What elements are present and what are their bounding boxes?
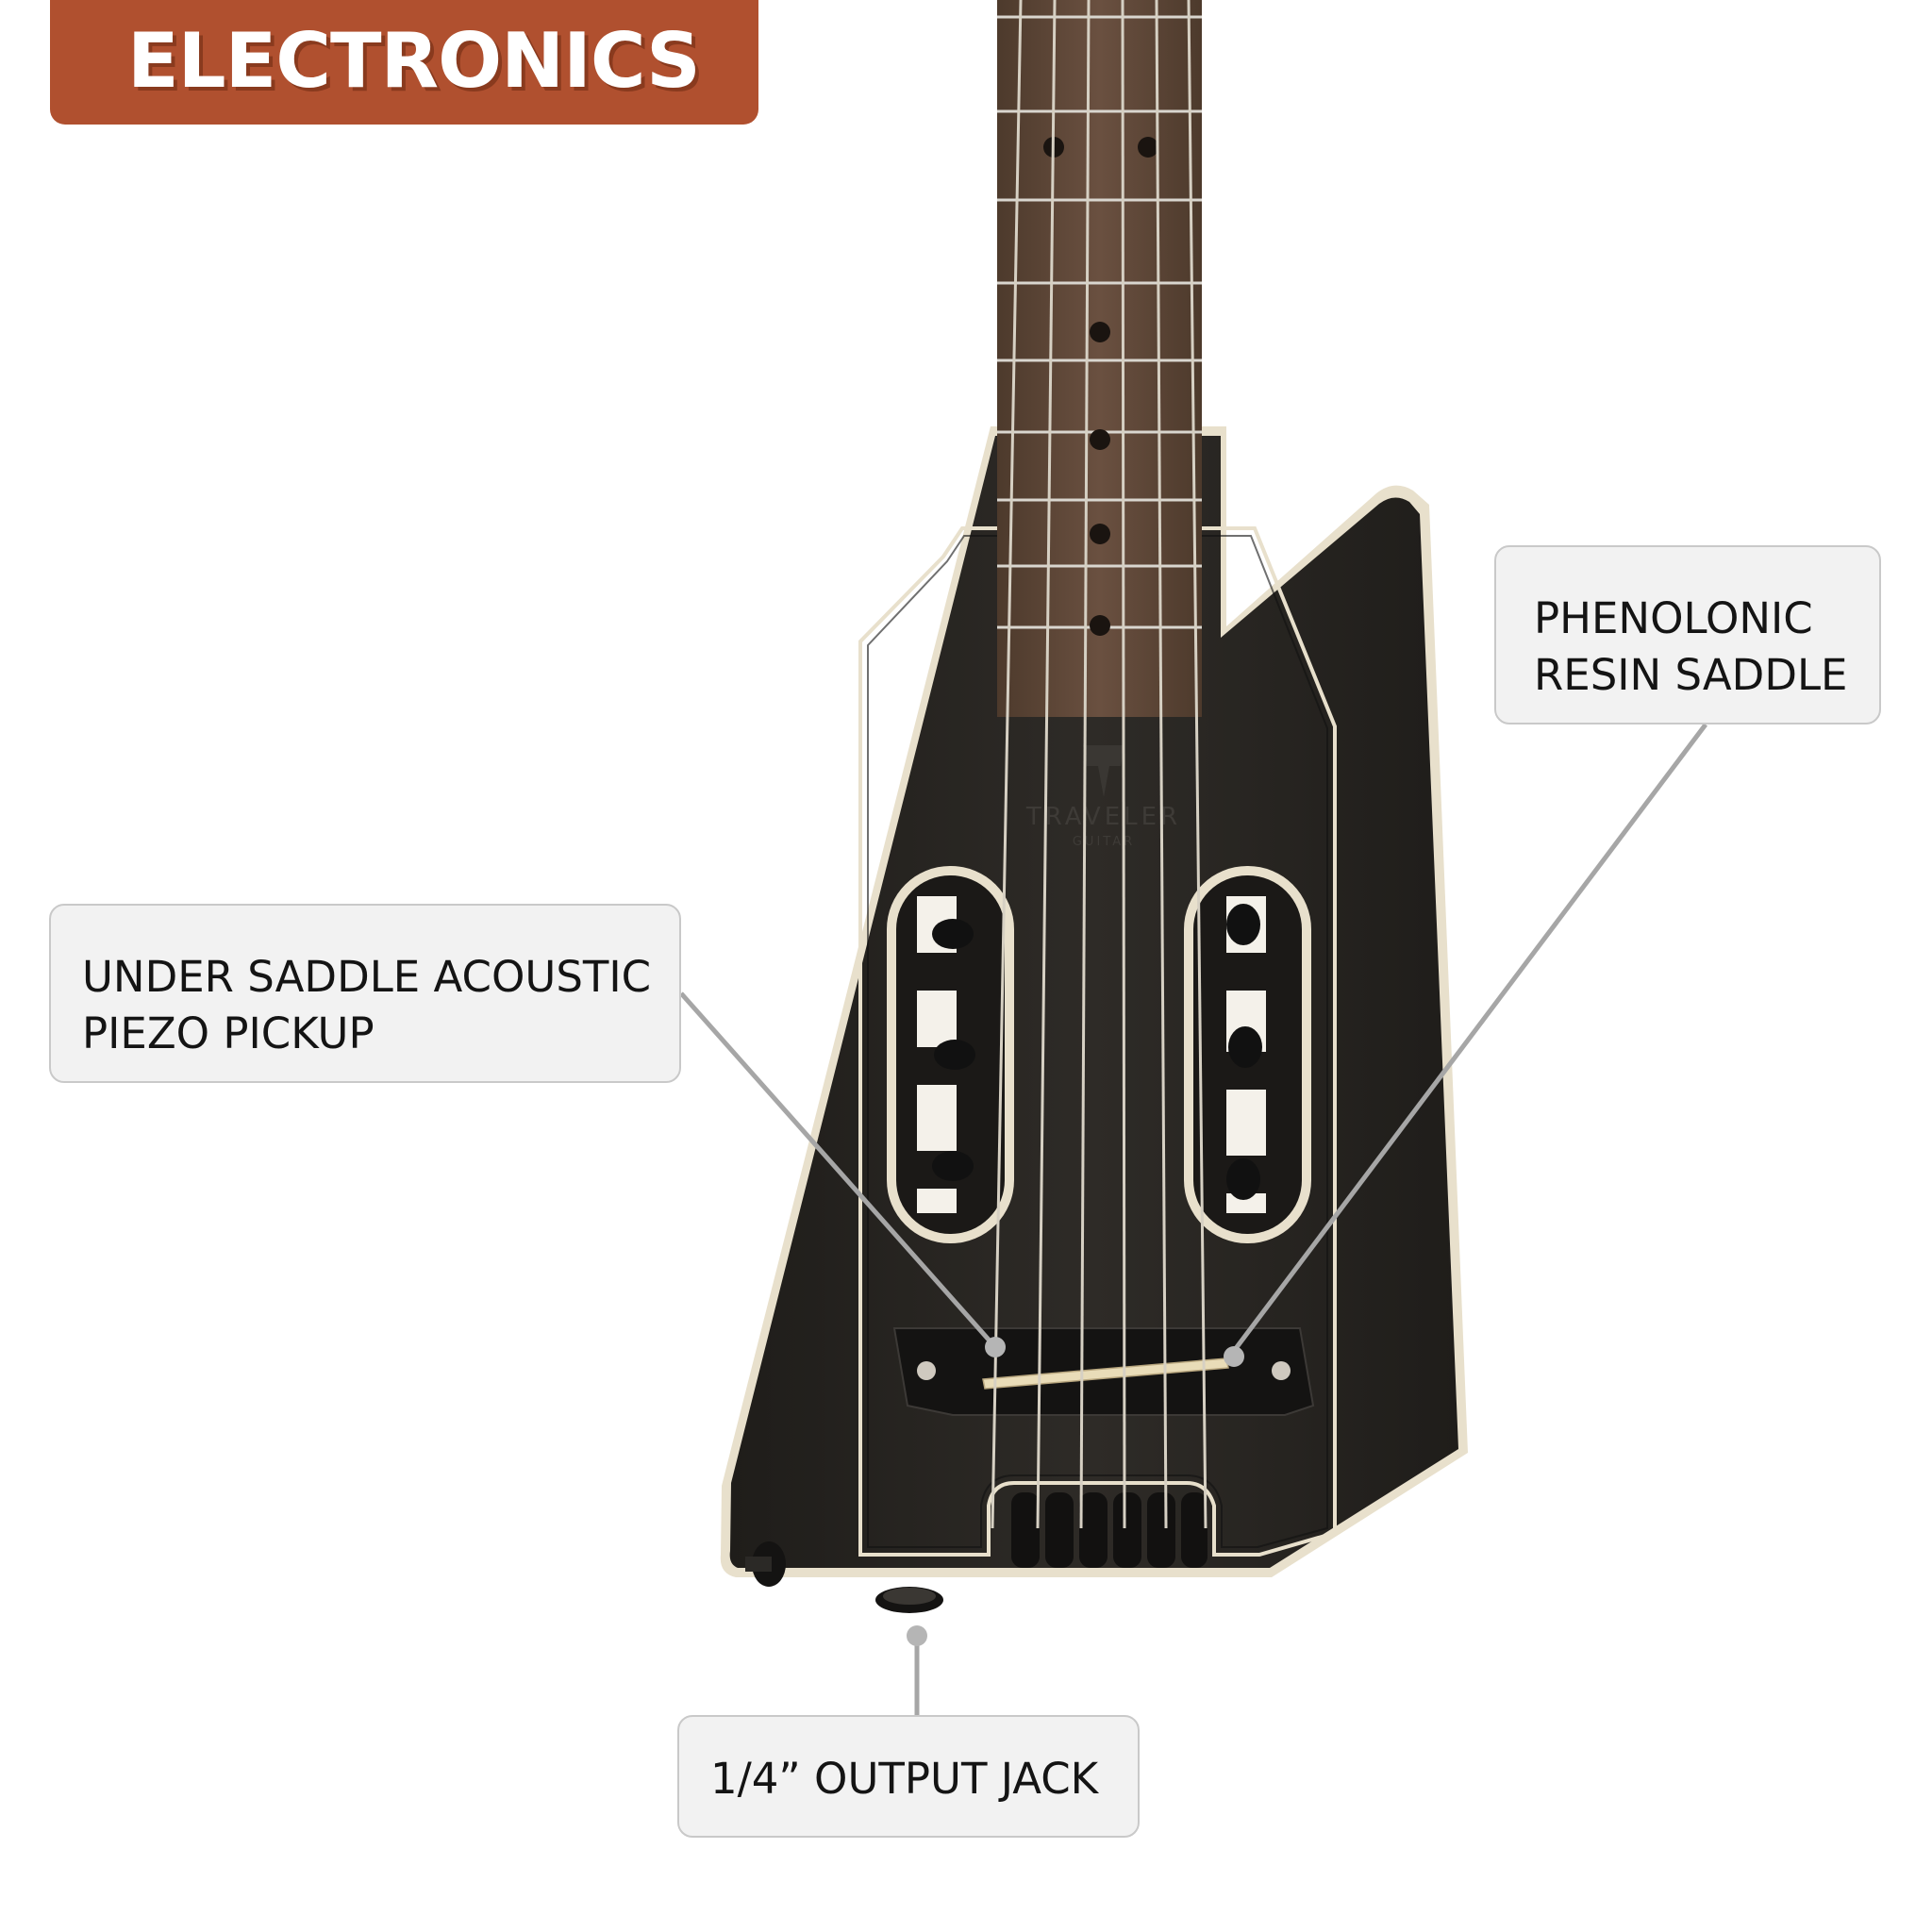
fretboard	[997, 0, 1202, 717]
callout-pickup-line2: PIEZO PICKUP	[82, 1008, 375, 1058]
callout-output-jack: 1/4” OUTPUT JACK	[677, 1715, 1140, 1838]
sound-port-right	[1184, 866, 1311, 1243]
logo-sub-text: GUITAR	[1073, 835, 1135, 849]
callout-jack-line1: 1/4” OUTPUT JACK	[710, 1754, 1099, 1804]
callout-saddle-line1: PHENOLONIC	[1534, 593, 1813, 643]
callout-piezo-pickup: UNDER SADDLE ACOUSTIC PIEZO PICKUP	[49, 904, 681, 1083]
output-jack	[875, 1587, 943, 1613]
logo-brand-text: TRAVELER	[1025, 803, 1181, 831]
saddle	[982, 1357, 1229, 1390]
callout-resin-saddle: PHENOLONIC RESIN SADDLE	[1494, 545, 1881, 724]
strings	[991, 0, 1208, 1529]
tuner-rollers	[1011, 1492, 1208, 1568]
section-title: ELECTRONICS	[127, 17, 701, 105]
traveler-logo: TRAVELER GUITAR	[1025, 745, 1181, 849]
sound-port-left	[887, 866, 1014, 1243]
strap-button	[745, 1541, 786, 1587]
callout-pickup-line1: UNDER SADDLE ACOUSTIC	[82, 952, 652, 1002]
leader-dots	[907, 1337, 1244, 1646]
callout-saddle-line2: RESIN SADDLE	[1534, 650, 1848, 700]
section-banner: ELECTRONICS	[50, 0, 758, 125]
